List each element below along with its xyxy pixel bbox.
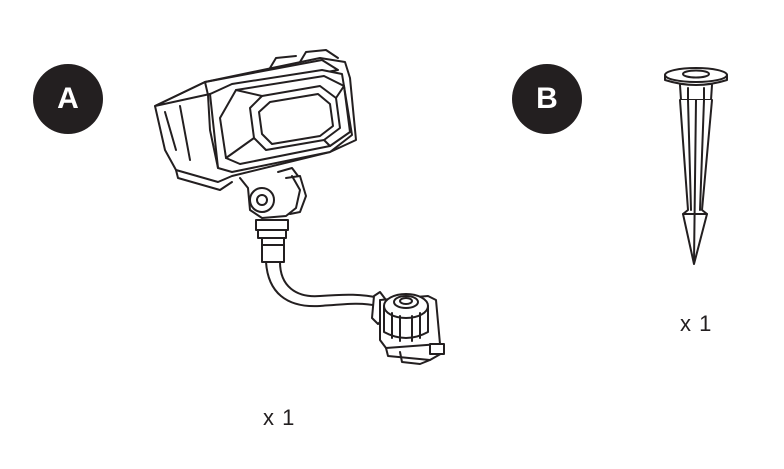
part-b-badge: B — [512, 64, 582, 134]
part-a-quantity: x 1 — [263, 405, 296, 430]
part-b-quantity: x 1 — [680, 311, 713, 336]
part-b-letter: B — [536, 82, 558, 115]
part-a-badge: A — [33, 64, 103, 134]
part-a-letter: A — [57, 82, 79, 115]
